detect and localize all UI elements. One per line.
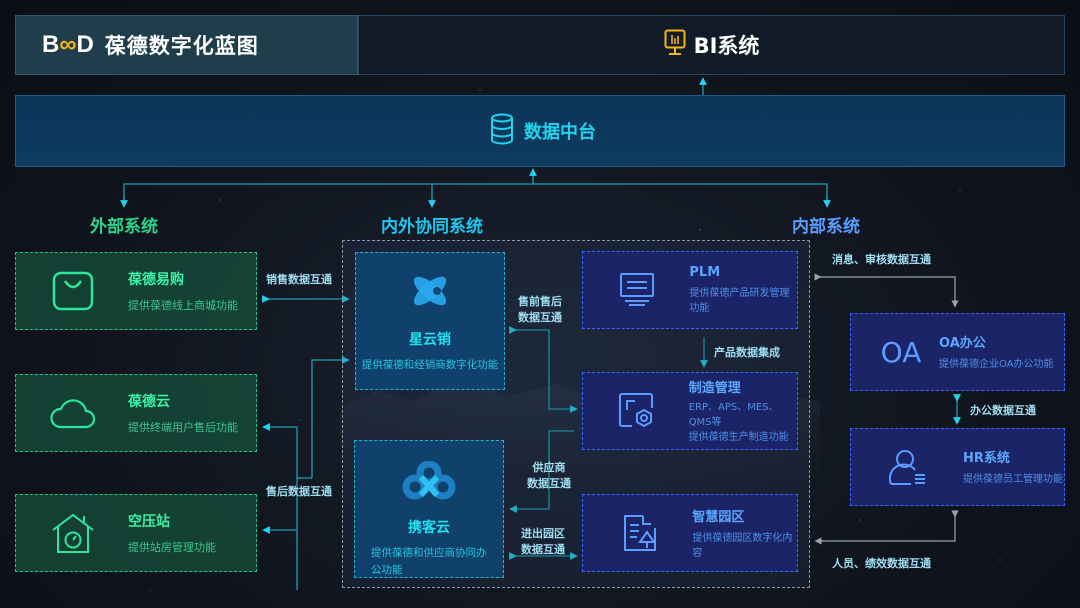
card-desc: 提供葆德和供应商协同办公功能	[371, 547, 487, 576]
edge-label-message: 消息、审核数据互通	[832, 253, 931, 266]
card-air-compressor-station[interactable]: 空压站 提供站房管理功能	[15, 494, 257, 572]
bod-logo: B∞D	[42, 31, 94, 59]
card-title: OA办公	[939, 336, 986, 351]
card-title: 制造管理	[688, 381, 741, 396]
card-plm[interactable]: PLM 提供葆德产品研发管理功能	[582, 251, 798, 329]
card-desc: ERP、APS、MES、QMS等	[688, 402, 779, 428]
edge-label-hr: 人员、绩效数据互通	[832, 557, 931, 570]
card-desc: 提供站房管理功能	[128, 541, 216, 554]
edge-label-line-2: 数据互通	[527, 477, 571, 490]
card-baode-egou[interactable]: 葆德易购 提供葆德线上商城功能	[15, 252, 257, 330]
edge-label-sales: 销售数据互通	[266, 273, 332, 286]
card-desc: 提供葆德企业OA办公功能	[939, 359, 1054, 370]
cloud-icon	[44, 388, 102, 438]
card-baode-cloud[interactable]: 葆德云 提供终端用户售后功能	[15, 374, 257, 452]
edge-label-park: 进出园区 数据互通	[521, 526, 565, 558]
edge-label-office: 办公数据互通	[970, 404, 1036, 417]
card-desc: 提供葆德园区数字化内容	[692, 532, 793, 559]
card-desc: 提供终端用户售后功能	[128, 421, 238, 434]
edge-label-line-1: 售前售后	[518, 295, 562, 308]
infinity-icon: ∞	[59, 31, 76, 58]
card-title: 葆德易购	[128, 272, 184, 288]
oa-text-icon: OA	[880, 335, 922, 369]
bi-system-label: BI系统	[693, 34, 760, 58]
card-desc: 提供葆德线上商城功能	[128, 299, 238, 312]
card-title: 星云销	[409, 332, 451, 348]
card-hr[interactable]: HR系统 提供葆德员工管理功能	[850, 428, 1065, 506]
card-title: 携客云	[408, 520, 450, 536]
edge-label-line-1: 供应商	[532, 461, 566, 474]
card-title: PLM	[689, 264, 721, 280]
section-external-title: 外部系统	[90, 217, 158, 237]
page-title: 葆德数字化蓝图	[104, 34, 259, 58]
card-desc: 提供葆德员工管理功能	[963, 474, 1063, 485]
edge-label-line-1: 进出园区	[521, 527, 565, 540]
card-manufacturing[interactable]: 制造管理 ERP、APS、MES、QMS等 提供葆德生产制造功能	[582, 372, 798, 450]
bi-system-box[interactable]: BI系统	[358, 15, 1065, 75]
edge-label-line-2: 数据互通	[521, 543, 565, 556]
logo-letter-b: B	[42, 31, 59, 58]
card-title: HR系统	[963, 451, 1010, 466]
card-title: 智慧园区	[692, 509, 745, 525]
edge-label-supplier: 供应商 数据互通	[527, 460, 571, 492]
card-desc-2: 提供葆德生产制造功能	[688, 432, 789, 443]
edge-label-pre-after-sales: 售前售后 数据互通	[518, 294, 562, 326]
star-cross-icon	[409, 271, 451, 315]
monitor-chart-icon	[664, 29, 686, 61]
card-oa[interactable]: OA OA办公 提供葆德企业OA办公功能	[850, 313, 1065, 391]
data-platform-label: 数据中台	[524, 122, 596, 143]
shopping-bag-icon	[44, 266, 102, 316]
card-xingyunxiao[interactable]: 星云销 提供葆德和经销商数字化功能	[355, 252, 505, 390]
card-title: 空压站	[128, 514, 170, 530]
document-tree-icon	[613, 508, 664, 558]
section-collab-title: 内外协同系统	[381, 217, 483, 237]
user-list-icon	[881, 442, 935, 492]
edge-label-after-sales: 售后数据互通	[266, 485, 332, 498]
edge-label-product: 产品数据集成	[714, 346, 780, 359]
trefoil-icon	[401, 460, 457, 505]
card-desc: 提供葆德和经销商数字化功能	[361, 359, 499, 371]
database-icon	[490, 113, 514, 149]
section-internal-title: 内部系统	[792, 217, 860, 237]
logo-letter-d: D	[76, 31, 93, 58]
edge-label-line-2: 数据互通	[518, 311, 562, 324]
logo-banner: B∞D 葆德数字化蓝图	[15, 15, 358, 75]
card-title: 葆德云	[128, 394, 170, 410]
card-desc: 提供葆德产品研发管理功能	[689, 287, 790, 314]
monitor-settings-icon	[613, 265, 661, 315]
card-smart-park[interactable]: 智慧园区 提供葆德园区数字化内容	[582, 494, 798, 572]
card-xiekeyun[interactable]: 携客云 提供葆德和供应商协同办公功能	[354, 440, 504, 578]
data-platform-box[interactable]: 数据中台	[15, 95, 1065, 167]
frame-nut-icon	[613, 386, 661, 436]
house-gauge-icon	[44, 508, 102, 558]
